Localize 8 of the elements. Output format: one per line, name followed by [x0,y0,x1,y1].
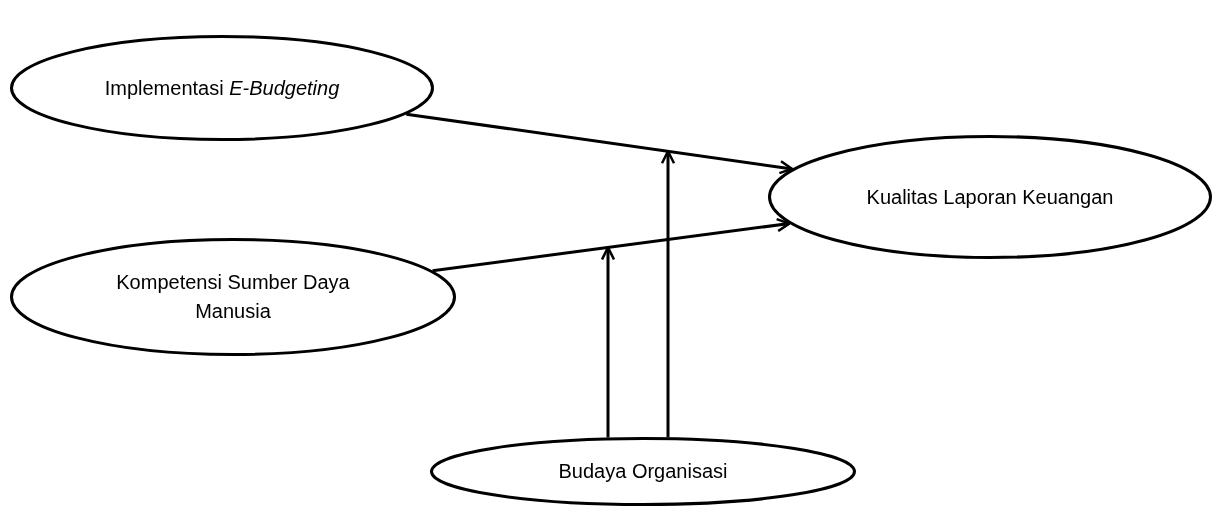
arrow [406,112,794,175]
node-label: Kualitas Laporan Keuangan [866,184,1114,210]
arrow [660,150,676,438]
node-label: Implementasi E-Budgeting [104,75,340,101]
node-label: Budaya Organisasi [558,459,728,484]
arrow [432,217,791,273]
node-label: Kompetensi Sumber Daya Manusia [115,270,351,324]
arrow [600,246,616,438]
